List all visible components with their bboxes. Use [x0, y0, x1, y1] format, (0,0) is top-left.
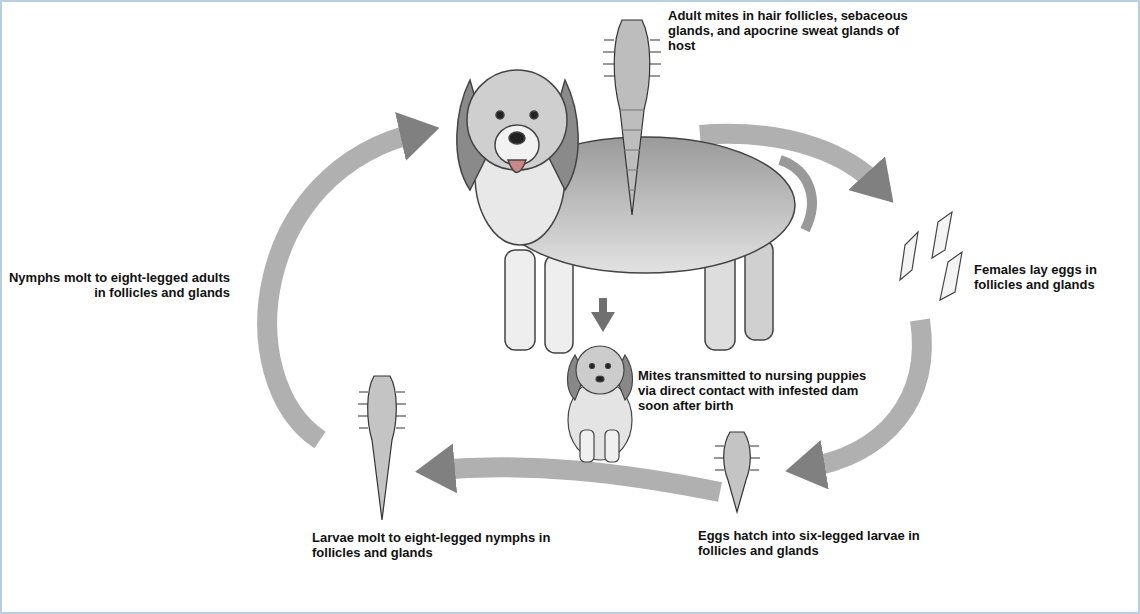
nymph-mite: [358, 376, 406, 520]
stage-caption: Eggs hatch into six-legged larvae in fol…: [698, 528, 938, 558]
larva-mite: [714, 432, 760, 512]
mite-eggs: [900, 212, 962, 300]
adult-mite: [603, 20, 661, 215]
stage-caption: Mites transmitted to nursing puppies via…: [638, 368, 868, 413]
stage-caption: Adult mites in hair follicles, sebaceous…: [668, 8, 918, 53]
stage-caption: Females lay eggs in follicles and glands: [974, 262, 1134, 292]
stage-caption: Nymphs molt to eight-legged adults in fo…: [8, 270, 230, 300]
puppy-illustration: [568, 346, 633, 462]
cycle-arrows: [267, 132, 922, 492]
stage-caption: Larvae molt to eight-legged nymphs in fo…: [312, 530, 552, 560]
